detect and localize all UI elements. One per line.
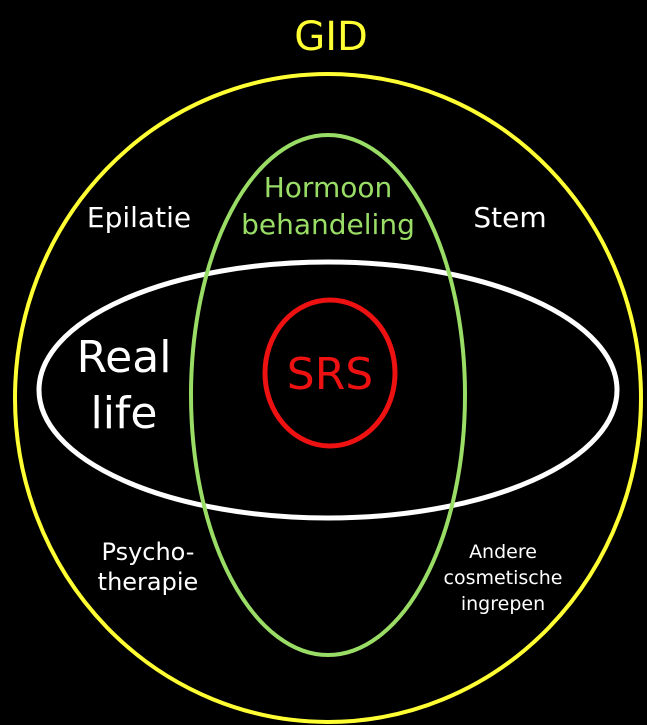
srs-label: SRS (287, 349, 373, 400)
real-life-label-line2: life (90, 388, 157, 439)
andere-label-line1: Andere (469, 541, 537, 563)
hormoon-label-line2: behandeling (241, 208, 415, 241)
hormoon-ellipse (189, 133, 467, 657)
epilatie-label: Epilatie (87, 201, 191, 234)
andere-label-line3: ingrepen (461, 593, 545, 615)
gid-circle (13, 72, 643, 724)
psycho-label-line1: Psycho- (102, 538, 195, 566)
hormoon-label-line1: Hormoon (264, 171, 393, 204)
stem-label: Stem (473, 201, 546, 234)
psycho-label-line2: therapie (98, 568, 199, 596)
real-life-ellipse (36, 259, 620, 521)
srs-circle (262, 297, 398, 449)
real-life-label-line1: Real (77, 332, 172, 383)
gid-title: GID (294, 14, 368, 60)
andere-label-line2: cosmetische (444, 567, 563, 589)
